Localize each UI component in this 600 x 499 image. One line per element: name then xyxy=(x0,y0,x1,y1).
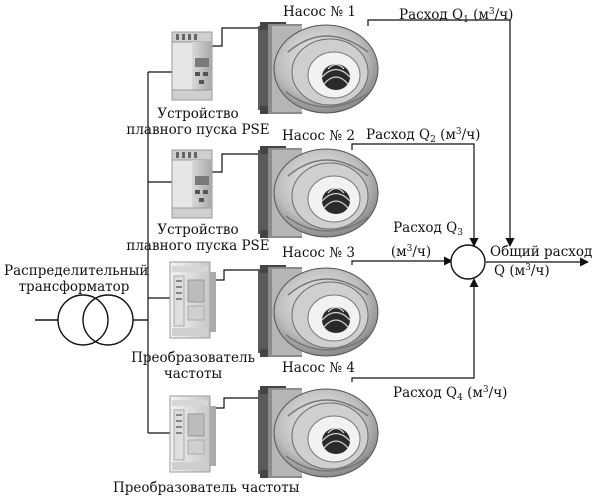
flow-4-label: Расход Q4 (м3/ч) xyxy=(393,385,508,403)
supply-bus xyxy=(147,71,172,434)
frequency-converter-2-image xyxy=(169,395,217,473)
flow-summing-node xyxy=(450,244,486,280)
pump-3-image xyxy=(257,264,379,358)
flow-2-label: Расход Q2 (м3/ч) xyxy=(366,127,481,145)
flow-lines xyxy=(351,19,589,382)
soft-starter-2-label: Устройство плавного пуска PSE xyxy=(126,222,270,254)
soft-starter-1-label: Устройство плавного пуска PSE xyxy=(126,106,270,138)
pump-1-image xyxy=(257,21,379,115)
pump-1-title: Насос № 1 xyxy=(283,4,357,20)
soft-starter-2-image xyxy=(171,149,213,219)
pump-3-title: Насос № 3 xyxy=(282,245,356,261)
flow-3-label: Расход Q3 (м3/ч) xyxy=(390,220,463,260)
soft-starter-1-image xyxy=(171,31,213,101)
device-wiring xyxy=(212,27,262,409)
transformer-symbol xyxy=(35,294,148,346)
frequency-converter-1-image xyxy=(169,261,217,339)
pump-4-title: Насос № 4 xyxy=(282,360,356,376)
pump-2-title: Насос № 2 xyxy=(282,128,356,144)
pump-4-image xyxy=(257,385,379,479)
frequency-converter-2-label: Преобразователь частоты xyxy=(113,480,300,496)
total-flow-label: Общий расход Q (м3/ч) xyxy=(490,244,593,279)
transformer-label: Распределительный трансформатор xyxy=(4,263,149,295)
flow-1-label: Расход Q1 (м3/ч) xyxy=(399,7,514,25)
frequency-converter-1-label: Преобразователь частоты xyxy=(131,350,255,382)
